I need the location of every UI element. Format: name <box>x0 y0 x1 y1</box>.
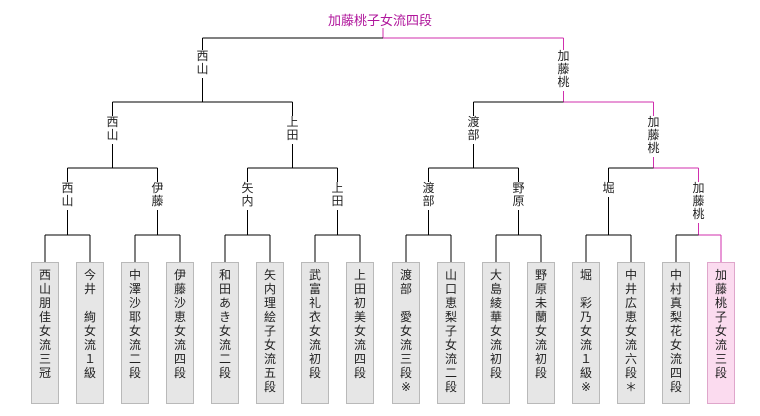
quarterfinal-player-label: 堀 <box>590 182 627 195</box>
semifinal-player-label: 上田 <box>274 116 311 142</box>
player-entry: 上田初美女流四段 <box>346 262 374 404</box>
final-player-label: 西山 <box>184 50 221 76</box>
semifinal-player-label: 西山 <box>94 116 131 142</box>
quarterfinal-player-label: 上田 <box>319 182 356 208</box>
quarterfinal-player-label: 矢内 <box>229 182 266 208</box>
final-player-label: 加藤桃 <box>545 50 582 89</box>
player-entry: 矢内理絵子女流五段 <box>256 262 284 404</box>
player-entry: 中井広恵女流六段＊ <box>617 262 645 404</box>
player-entry: 加藤桃子女流三段 <box>707 262 735 404</box>
quarterfinal-player-label: 加藤桃 <box>680 182 717 221</box>
player-entry: 中村真梨花女流四段 <box>662 262 690 404</box>
player-entry: 大島綾華女流初段 <box>482 262 510 404</box>
player-entry: 山口恵梨子女流二段 <box>437 262 465 404</box>
player-entry: 渡部 愛女流三段※ <box>392 262 420 404</box>
semifinal-player-label: 加藤桃 <box>635 116 672 155</box>
quarterfinal-player-label: 野原 <box>500 182 537 208</box>
quarterfinal-player-label: 渡部 <box>410 182 447 208</box>
player-entry: 伊藤沙恵女流四段 <box>166 262 194 404</box>
player-entry: 中澤沙耶女流二段 <box>121 262 149 404</box>
player-entry: 西山朋佳女流三冠 <box>31 262 59 404</box>
player-entry: 野原未蘭女流初段 <box>527 262 555 404</box>
quarterfinal-player-label: 西山 <box>49 182 86 208</box>
player-entry: 和田あき女流二段 <box>211 262 239 404</box>
champion-label: 加藤桃子女流四段 <box>327 14 433 29</box>
semifinal-player-label: 渡部 <box>455 116 492 142</box>
player-entry: 武富礼衣女流初段 <box>301 262 329 404</box>
quarterfinal-player-label: 伊藤 <box>139 182 176 208</box>
